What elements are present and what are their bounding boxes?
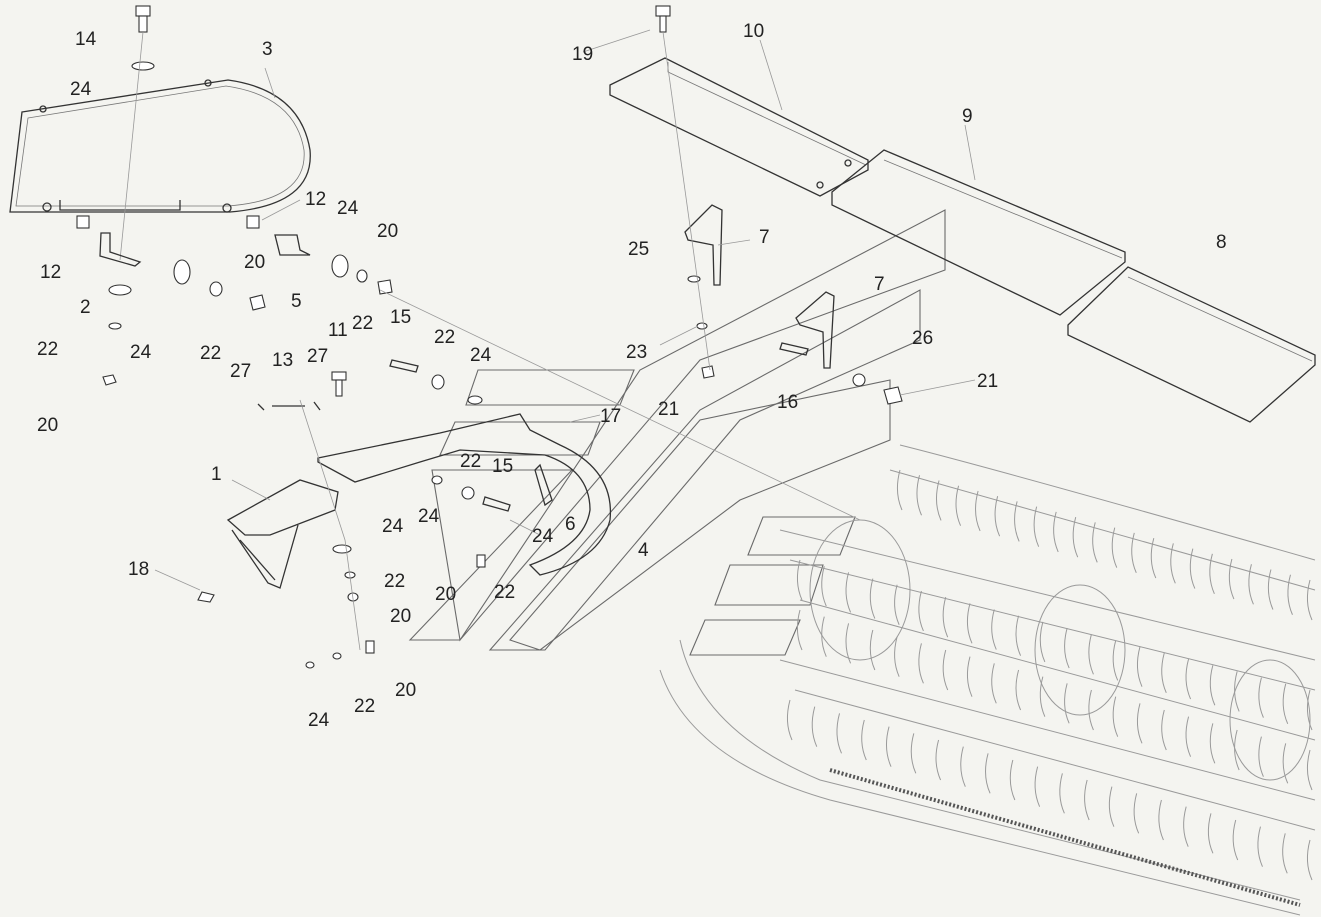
callout-26: 26 (912, 328, 933, 349)
callout-5: 5 (291, 291, 302, 312)
callout-18: 18 (128, 559, 149, 580)
callout-20: 20 (37, 415, 58, 436)
callout-19: 19 (572, 44, 593, 65)
reel-assembly (659, 444, 1316, 916)
callout-12: 12 (40, 262, 61, 283)
callout-7: 7 (874, 274, 885, 295)
callout-2: 2 (80, 297, 91, 318)
callout-4: 4 (638, 540, 649, 561)
bracket-7-lower (795, 291, 835, 369)
callout-24: 24 (532, 526, 554, 547)
callout-15: 15 (492, 456, 513, 477)
part-3-guard (9, 79, 311, 213)
callout-7: 7 (759, 227, 770, 248)
panel-8 (1067, 266, 1316, 423)
callout-15: 15 (390, 307, 411, 328)
callout-24: 24 (418, 506, 440, 527)
reel-tines (786, 469, 1313, 881)
bolt-14 (119, 5, 155, 261)
callout-22: 22 (200, 343, 221, 364)
callout-20: 20 (390, 606, 411, 627)
callout-22: 22 (354, 696, 375, 717)
callout-16: 16 (777, 392, 798, 413)
callout-24: 24 (337, 198, 359, 219)
callout-24: 24 (470, 345, 492, 366)
callout-22: 22 (434, 327, 455, 348)
callout-11: 11 (328, 320, 348, 341)
callout-23: 23 (626, 342, 647, 363)
callout-14: 14 (75, 29, 97, 50)
callout-3: 3 (262, 39, 273, 60)
callout-10: 10 (743, 21, 764, 42)
callout-20: 20 (244, 252, 265, 273)
callout-25: 25 (628, 239, 649, 260)
part-1-bracket (197, 479, 339, 603)
callout-27: 27 (307, 346, 328, 367)
callout-20: 20 (395, 680, 416, 701)
callout-21: 21 (658, 399, 679, 420)
bracket-7-upper (684, 204, 723, 286)
callout-12: 12 (305, 189, 326, 210)
callout-9: 9 (962, 106, 973, 127)
callout-22: 22 (460, 451, 481, 472)
callout-20: 20 (435, 584, 456, 605)
callout-21: 21 (977, 371, 998, 392)
callout-27: 27 (230, 361, 251, 382)
callout-13: 13 (272, 350, 293, 371)
callout-20: 20 (377, 221, 398, 242)
callout-labels: 14 3 24 12 12 24 20 20 2 5 22 24 22 11 2… (37, 21, 1227, 731)
watermark-logo (408, 209, 946, 656)
callout-24: 24 (130, 342, 152, 363)
lower-fasteners (299, 399, 511, 669)
callout-22: 22 (384, 571, 405, 592)
callout-24: 24 (70, 79, 92, 100)
center-fasteners (257, 359, 483, 411)
callout-24: 24 (382, 516, 404, 537)
callout-24: 24 (308, 710, 330, 731)
left-fasteners (76, 215, 393, 386)
right-fasteners (379, 5, 903, 521)
callout-22: 22 (352, 313, 373, 334)
panel-9 (831, 149, 1126, 316)
callout-8: 8 (1216, 232, 1227, 253)
callout-22: 22 (494, 582, 515, 603)
callout-6: 6 (565, 514, 576, 535)
callout-22: 22 (37, 339, 58, 360)
callout-1: 1 (211, 464, 222, 485)
callout-17: 17 (600, 406, 621, 427)
part-4-bracket (317, 413, 612, 576)
panel-10 (609, 57, 869, 197)
leader-lines (154, 29, 976, 591)
